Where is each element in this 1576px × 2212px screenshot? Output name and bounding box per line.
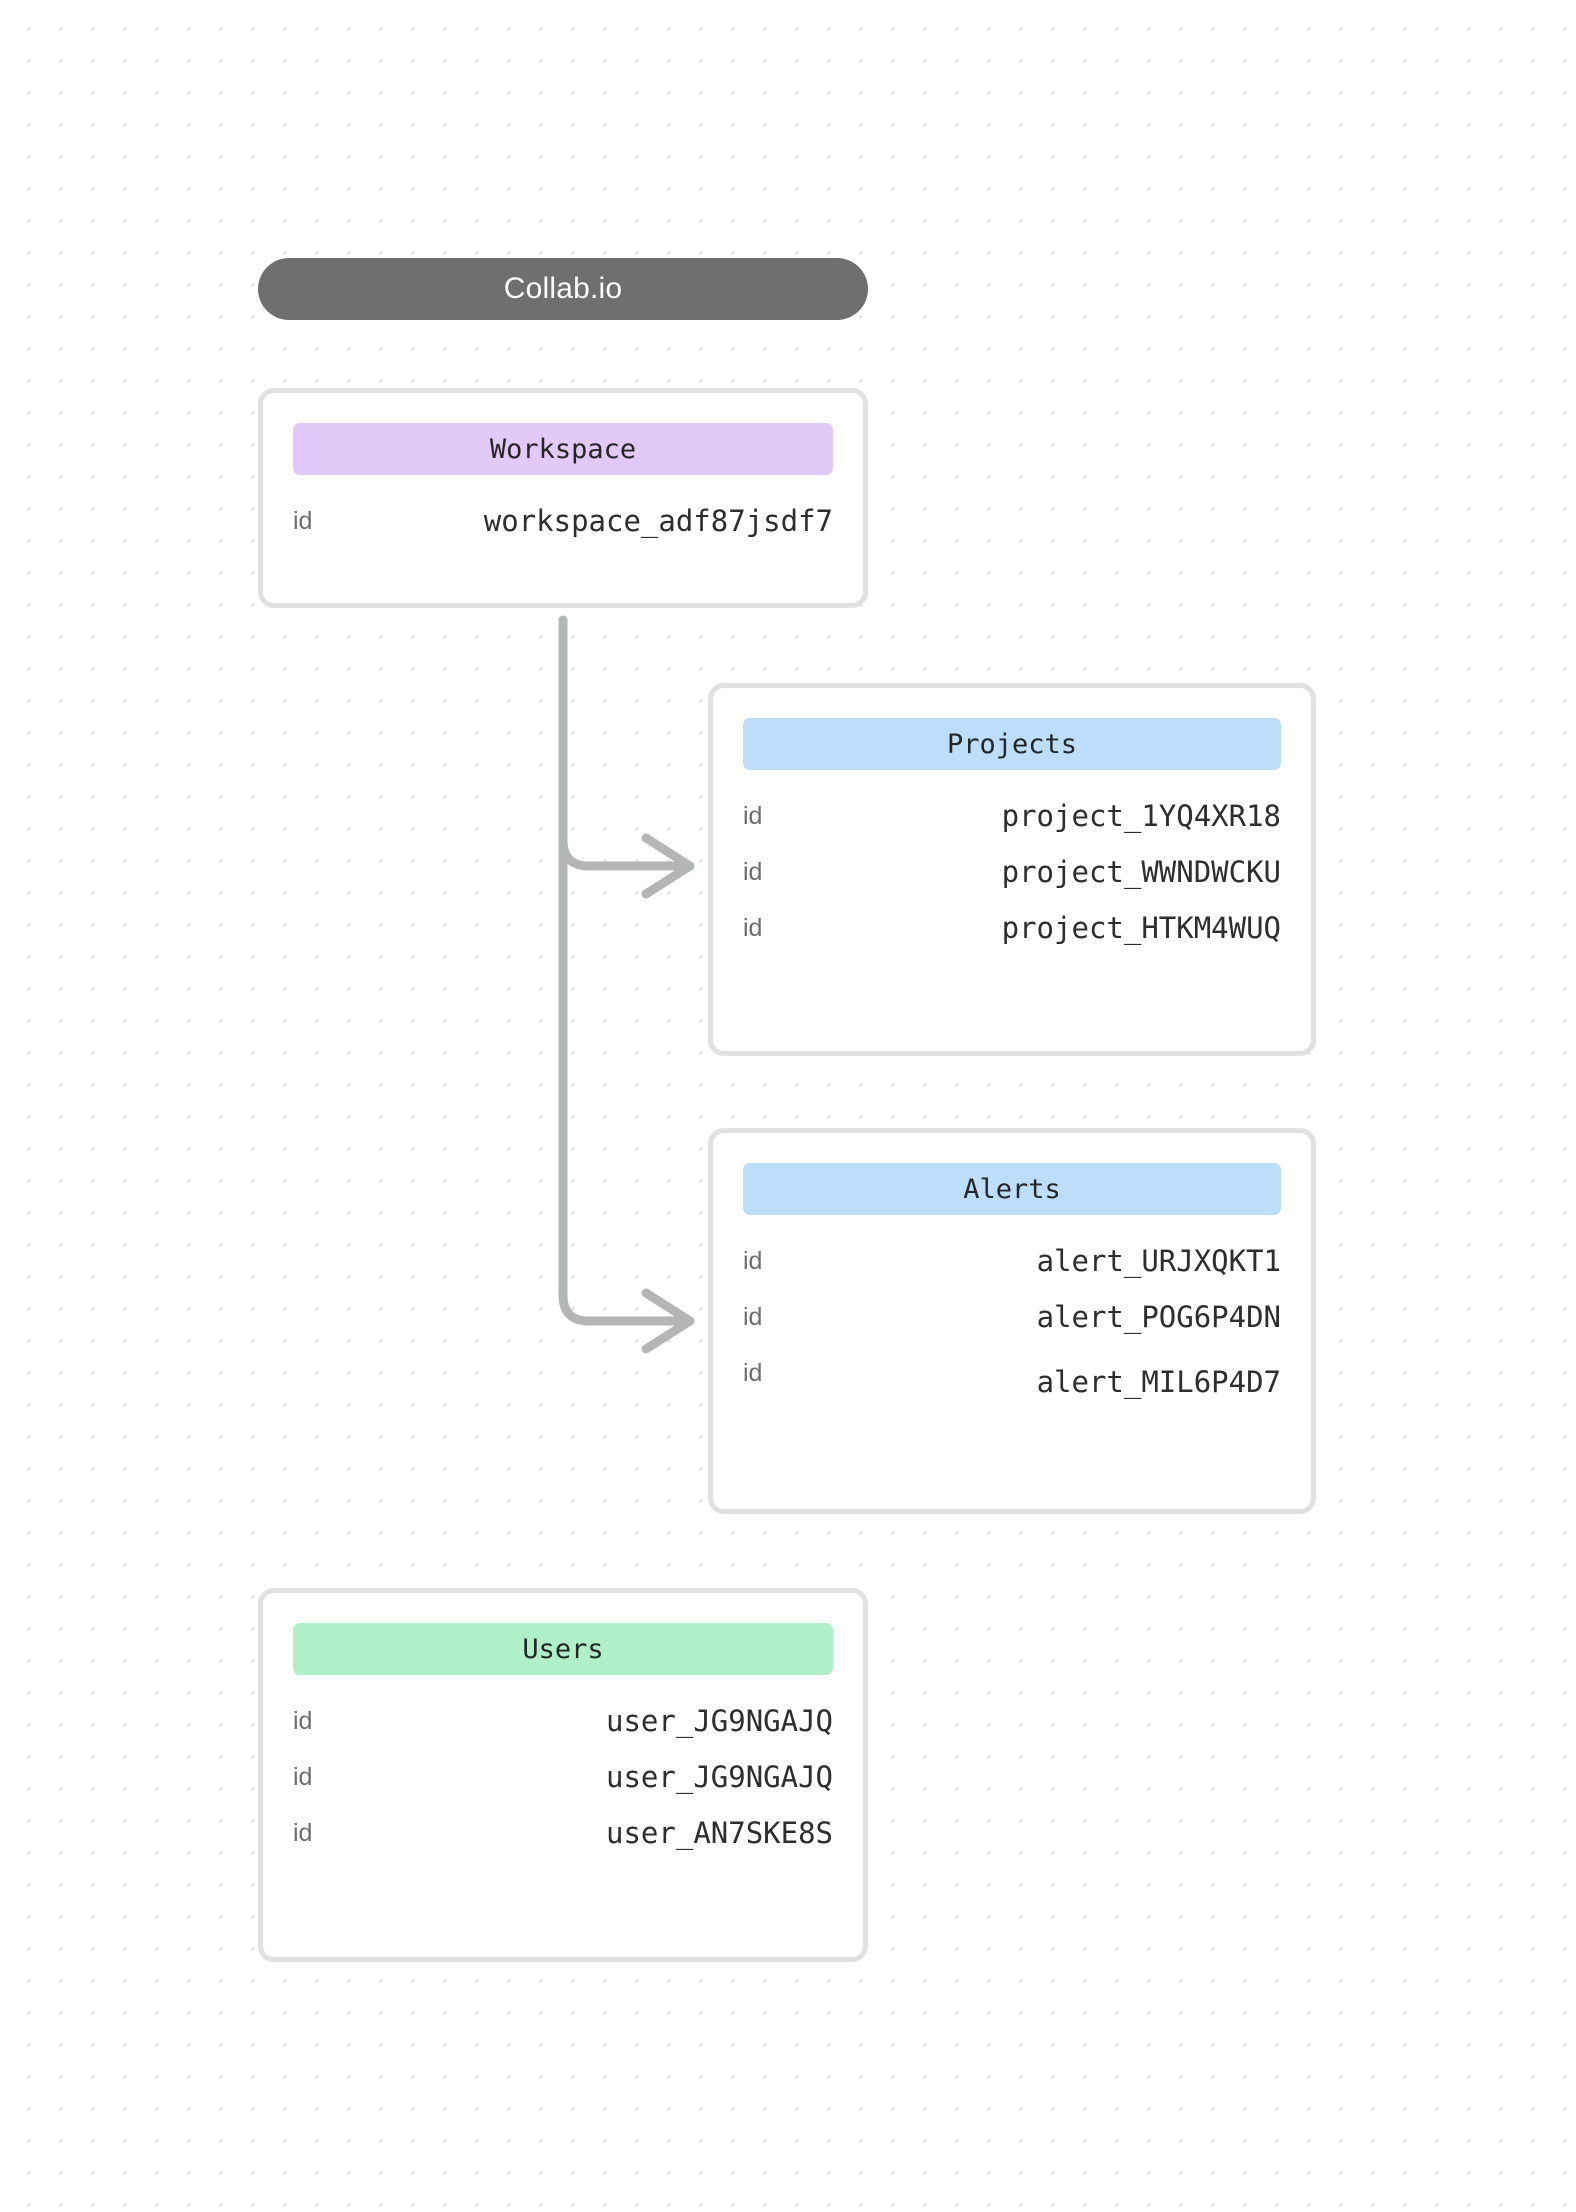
table-row[interactable]: id workspace_adf87jsdf7 — [293, 493, 833, 549]
entity-header-users: Users — [293, 1623, 833, 1675]
entity-rows-workspace: id workspace_adf87jsdf7 — [293, 493, 833, 549]
table-row[interactable]: id user_AN7SKE8S — [293, 1805, 833, 1861]
entity-header-alerts: Alerts — [743, 1163, 1281, 1215]
table-row[interactable]: id user_JG9NGAJQ — [293, 1749, 833, 1805]
row-value: project_1YQ4XR18 — [1001, 799, 1281, 833]
row-key: id — [293, 1762, 313, 1791]
row-value: user_JG9NGAJQ — [606, 1704, 833, 1738]
row-value: project_WWNDWCKU — [1001, 855, 1281, 889]
row-key: id — [743, 801, 763, 830]
row-value: alert_MIL6P4D7 — [1036, 1365, 1281, 1399]
root-node-label: Collab.io — [503, 272, 623, 305]
row-value: workspace_adf87jsdf7 — [483, 504, 833, 538]
table-row[interactable]: id alert_POG6P4DN — [743, 1289, 1281, 1345]
row-key: id — [743, 1358, 763, 1387]
root-node-collab-io[interactable]: Collab.io — [258, 258, 868, 320]
row-key: id — [293, 1706, 313, 1735]
entity-title-users: Users — [522, 1633, 604, 1665]
row-value: user_JG9NGAJQ — [606, 1760, 833, 1794]
arrowhead-alerts-icon — [641, 1288, 695, 1354]
row-value: alert_POG6P4DN — [1036, 1300, 1281, 1334]
entity-rows-users: id user_JG9NGAJQ id user_JG9NGAJQ id use… — [293, 1693, 833, 1861]
edge-workspace-to-alerts — [558, 615, 688, 1326]
row-value: alert_URJXQKT1 — [1036, 1244, 1281, 1278]
entity-title-alerts: Alerts — [963, 1173, 1061, 1205]
row-value: user_AN7SKE8S — [606, 1816, 833, 1850]
table-row[interactable]: id alert_URJXQKT1 — [743, 1233, 1281, 1289]
row-value: project_HTKM4WUQ — [1001, 911, 1281, 945]
entity-header-workspace: Workspace — [293, 423, 833, 475]
table-row[interactable]: id project_1YQ4XR18 — [743, 788, 1281, 844]
entity-card-projects[interactable]: Projects id project_1YQ4XR18 id project_… — [708, 683, 1316, 1056]
entity-title-workspace: Workspace — [489, 433, 637, 465]
row-key: id — [293, 1818, 313, 1847]
row-key: id — [743, 913, 763, 942]
entity-title-projects: Projects — [946, 728, 1078, 760]
entity-card-workspace[interactable]: Workspace id workspace_adf87jsdf7 — [258, 388, 868, 608]
row-key: id — [743, 857, 763, 886]
table-row[interactable]: id project_WWNDWCKU — [743, 844, 1281, 900]
entity-card-alerts[interactable]: Alerts id alert_URJXQKT1 id alert_POG6P4… — [708, 1128, 1316, 1514]
entity-rows-projects: id project_1YQ4XR18 id project_WWNDWCKU … — [743, 788, 1281, 956]
table-row[interactable]: id project_HTKM4WUQ — [743, 900, 1281, 956]
row-key: id — [743, 1246, 763, 1275]
entity-card-users[interactable]: Users id user_JG9NGAJQ id user_JG9NGAJQ … — [258, 1588, 868, 1962]
table-row[interactable]: id alert_MIL6P4D7 — [743, 1345, 1281, 1401]
entity-header-projects: Projects — [743, 718, 1281, 770]
entity-rows-alerts: id alert_URJXQKT1 id alert_POG6P4DN id a… — [743, 1233, 1281, 1401]
table-row[interactable]: id user_JG9NGAJQ — [293, 1693, 833, 1749]
edge-workspace-to-projects — [558, 615, 688, 871]
row-key: id — [293, 506, 313, 535]
row-key: id — [743, 1302, 763, 1331]
arrowhead-projects-icon — [641, 833, 695, 899]
